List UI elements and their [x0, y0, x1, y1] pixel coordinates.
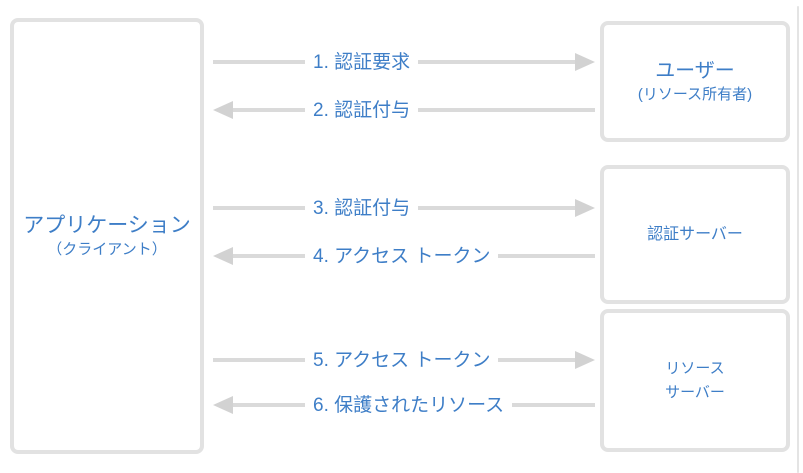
arrow-label: 3. 認証付与: [313, 197, 411, 219]
arrow-auth-grant-to-server: 3. 認証付与: [213, 198, 595, 218]
client-box-subtitle: （クライアント）: [47, 241, 167, 259]
arrow-auth-grant-to-client: 2. 認証付与: [213, 100, 595, 120]
auth-server-box: 認証サーバー: [600, 165, 790, 304]
arrowhead-left-icon: [213, 101, 233, 119]
arrow-line: [418, 60, 575, 64]
arrow-line: [233, 403, 305, 407]
arrow-label: 6. 保護されたリソース: [313, 394, 505, 416]
resource-server-box-title-line1: リソース: [665, 360, 725, 378]
arrow-line: [498, 254, 595, 258]
user-box-title: ユーザー: [655, 60, 735, 82]
arrow-line: [418, 206, 575, 210]
arrowhead-right-icon: [575, 351, 595, 369]
arrow-line: [233, 254, 305, 258]
arrow-line: [233, 108, 305, 112]
auth-server-box-title: 認証サーバー: [647, 225, 743, 243]
arrow-line: [498, 358, 575, 362]
resource-server-box: リソース サーバー: [600, 309, 790, 452]
user-box-subtitle: (リソース所有者): [637, 86, 753, 103]
arrowhead-right-icon: [575, 53, 595, 71]
arrow-access-token-to-resource: 5. アクセス トークン: [213, 350, 595, 370]
arrow-access-token-to-client: 4. アクセス トークン: [213, 246, 595, 266]
arrow-auth-request: 1. 認証要求: [213, 52, 595, 72]
user-box: ユーザー (リソース所有者): [600, 21, 790, 142]
arrow-line: [418, 108, 595, 112]
arrowhead-left-icon: [213, 247, 233, 265]
arrow-protected-resource: 6. 保護されたリソース: [213, 395, 595, 415]
arrow-line: [213, 60, 305, 64]
arrow-label: 1. 認証要求: [313, 51, 411, 73]
client-box-title: アプリケーション: [23, 213, 191, 237]
client-box: アプリケーション （クライアント）: [10, 18, 204, 454]
arrow-line: [213, 358, 305, 362]
arrow-label: 2. 認証付与: [313, 99, 411, 121]
card-right-edge: [797, 6, 799, 473]
arrow-label: 5. アクセス トークン: [313, 349, 491, 371]
arrow-label: 4. アクセス トークン: [313, 245, 491, 267]
arrow-line: [213, 206, 305, 210]
arrowhead-right-icon: [575, 199, 595, 217]
arrowhead-left-icon: [213, 396, 233, 414]
arrow-line: [512, 403, 595, 407]
resource-server-box-title-line2: サーバー: [665, 383, 725, 401]
